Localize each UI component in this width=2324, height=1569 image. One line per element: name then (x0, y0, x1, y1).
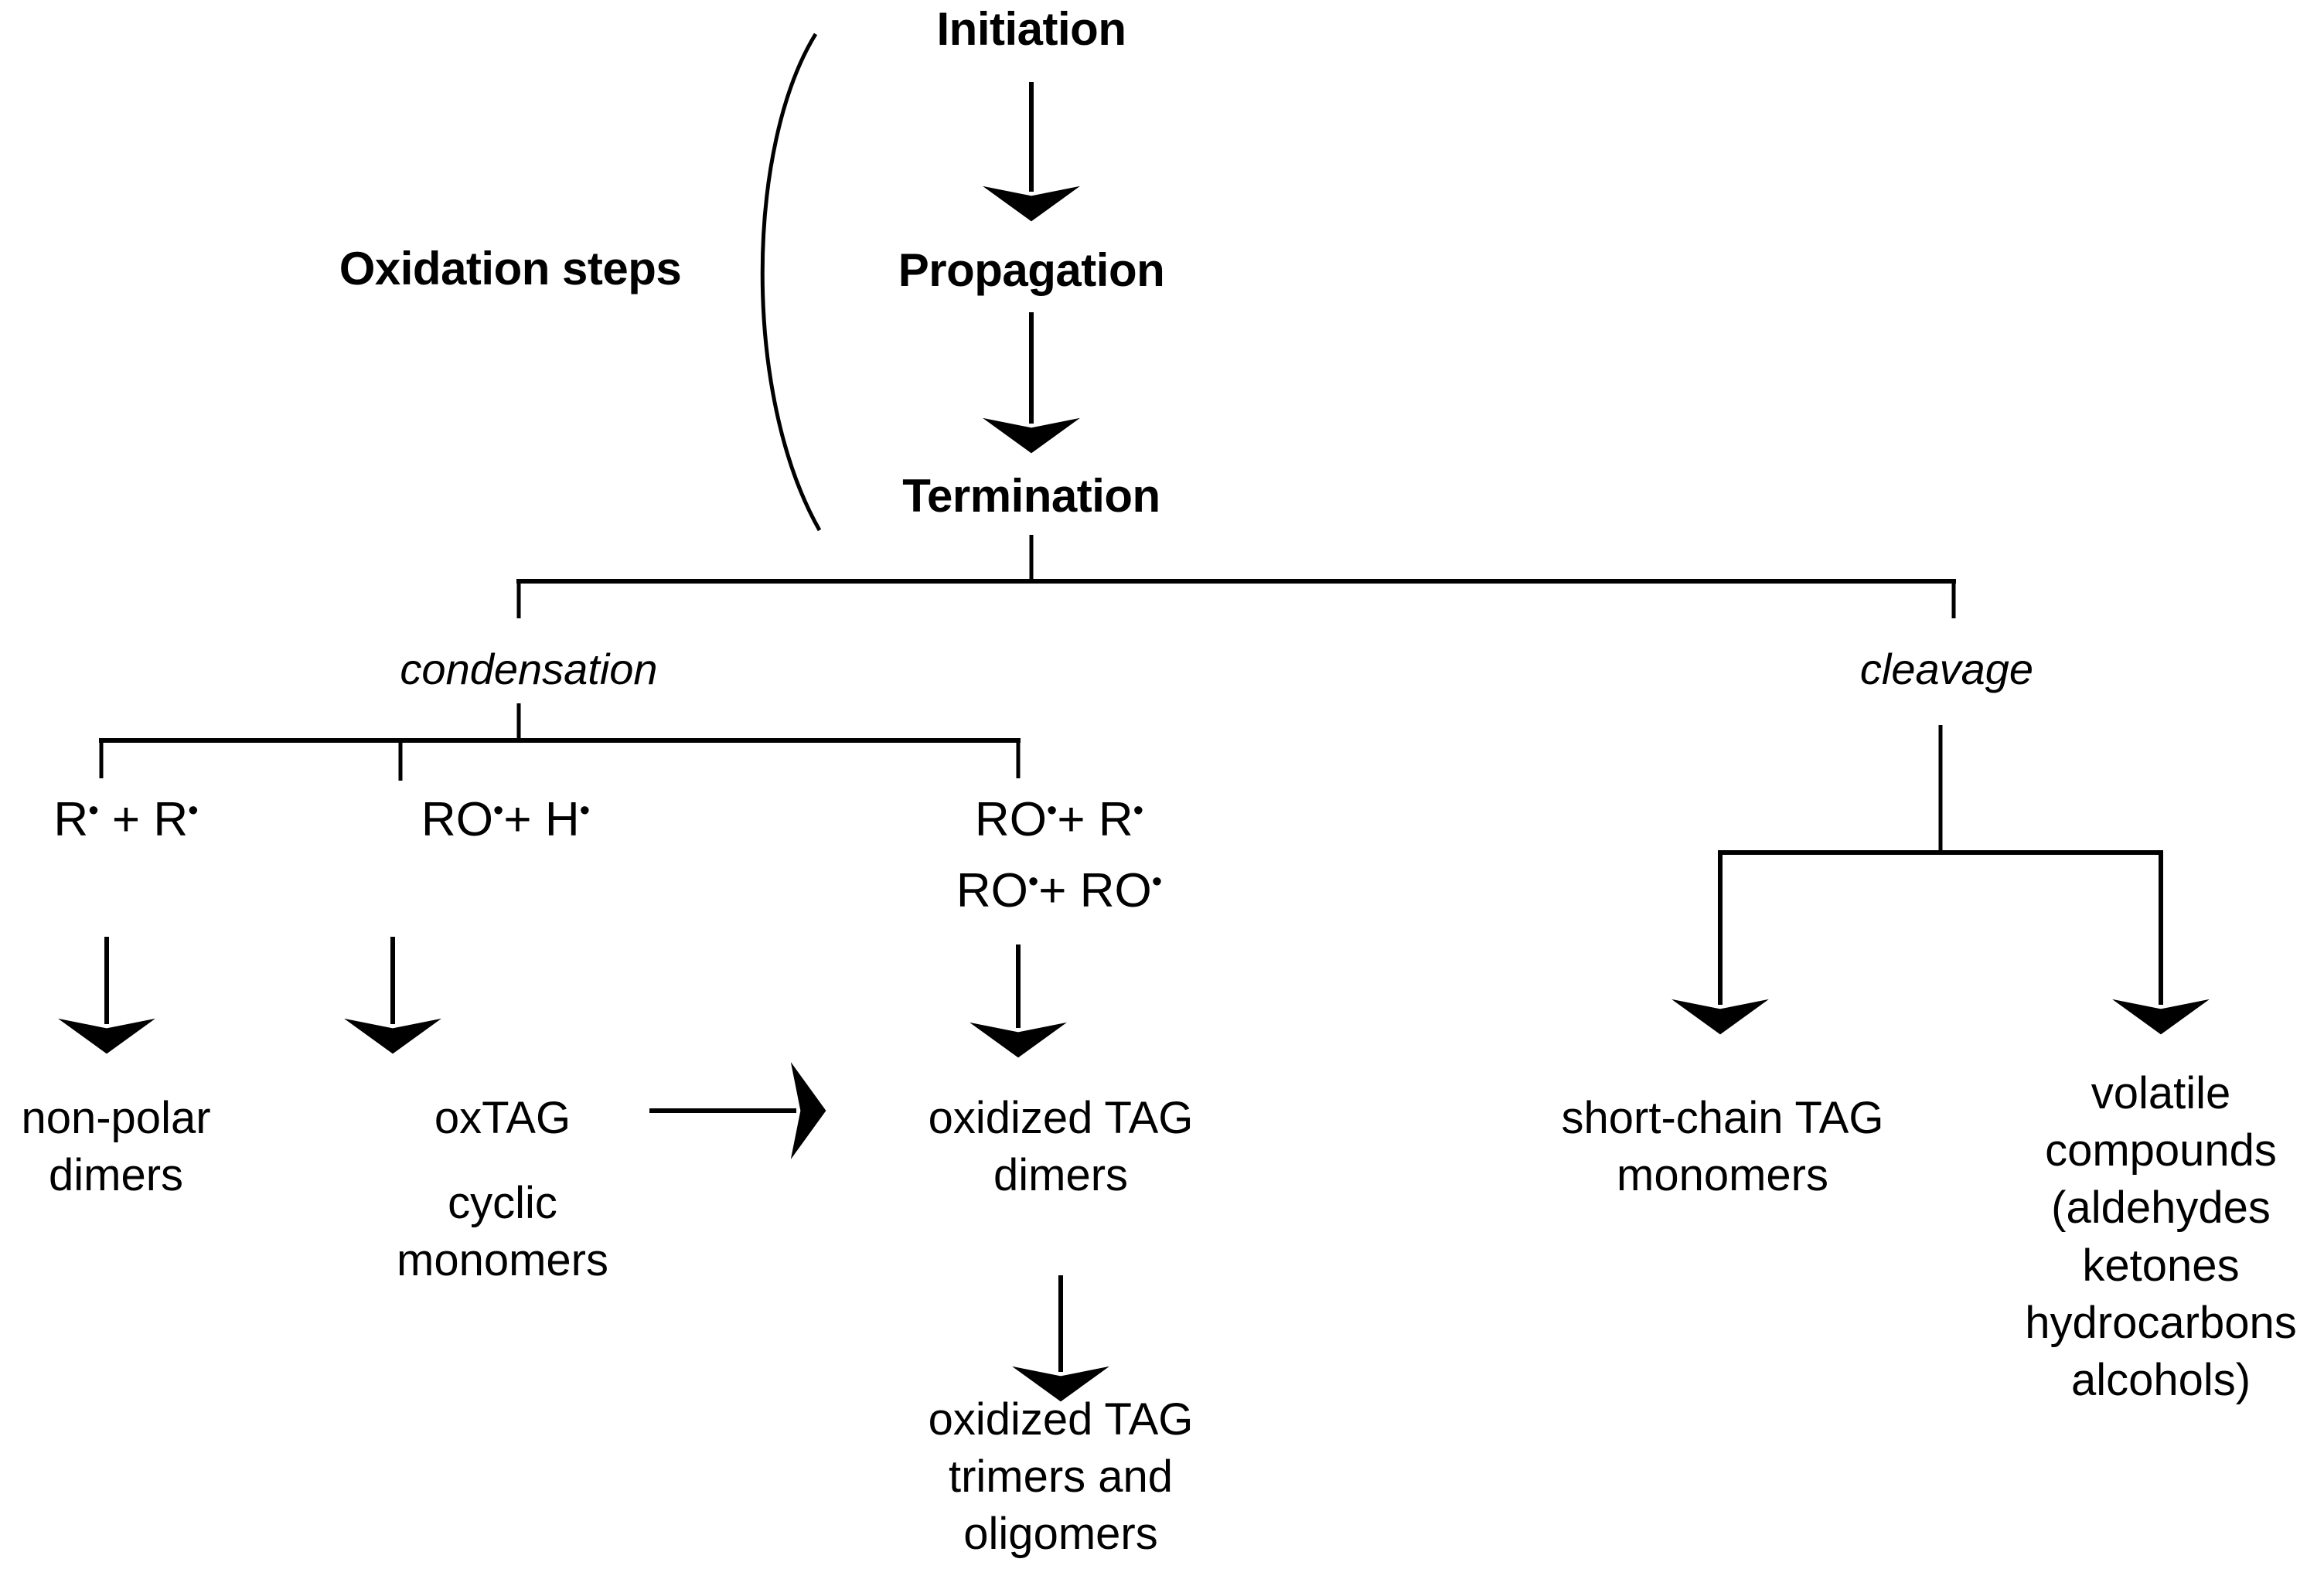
species-ro-plus-h: RO•+ H• (421, 793, 591, 846)
product-non-polar-dimers: non-polar dimers (21, 1093, 211, 1201)
species-r-plus-r-b: R (153, 793, 189, 846)
species-ro-plus-h-b: H (544, 793, 580, 846)
product-oxidized-tag-trimers: oxidized TAG trimers and oligomers (928, 1394, 1194, 1560)
species-ro-plus-h-plus: + (503, 793, 532, 846)
species-ro-plus-ro-b: RO (1079, 864, 1152, 917)
product-short-chain-tag-monomers: short-chain TAG monomers (1561, 1093, 1884, 1201)
radical-dot-icon: • (188, 794, 199, 828)
species-ro-plus-r-b: R (1098, 793, 1133, 846)
radical-dot-icon: • (1027, 865, 1039, 899)
product-cyclic-monomers: cyclic monomers (397, 1178, 608, 1286)
species-r-plus-r: R• + R• (53, 793, 199, 846)
branch-label-condensation: condensation (400, 645, 658, 693)
oxidation-steps-brace-icon (760, 32, 822, 532)
radical-dot-icon: • (579, 794, 591, 828)
product-oxidized-tag-dimers: oxidized TAG dimers (928, 1093, 1194, 1201)
stage-propagation: Propagation (898, 244, 1165, 296)
species-ro-plus-h-a: RO (421, 793, 493, 846)
species-ro-plus-r: RO•+ R• (974, 793, 1144, 846)
radical-dot-icon: • (88, 794, 99, 828)
product-volatile-compounds: volatile compounds (aldehydes ketones hy… (2025, 1068, 2297, 1406)
product-oxtag: oxTAG (434, 1093, 571, 1143)
branch-label-cleavage: cleavage (1859, 645, 2034, 693)
radical-dot-icon: • (1151, 865, 1163, 899)
oxidation-steps-label: Oxidation steps (339, 243, 682, 294)
radical-dot-icon: • (492, 794, 504, 828)
species-ro-plus-ro-a: RO (956, 864, 1028, 917)
species-ro-plus-r-plus: + (1057, 793, 1085, 846)
radical-dot-icon: • (1133, 794, 1144, 828)
species-ro-plus-ro-plus: + (1038, 864, 1067, 917)
stage-initiation: Initiation (936, 3, 1126, 55)
species-ro-plus-r-a: RO (974, 793, 1047, 846)
species-r-plus-r-a: R (53, 793, 89, 846)
species-ro-plus-ro: RO•+ RO• (956, 864, 1163, 917)
stage-termination: Termination (902, 470, 1160, 522)
species-r-plus-r-plus: + (111, 793, 141, 846)
radical-dot-icon: • (1046, 794, 1058, 828)
